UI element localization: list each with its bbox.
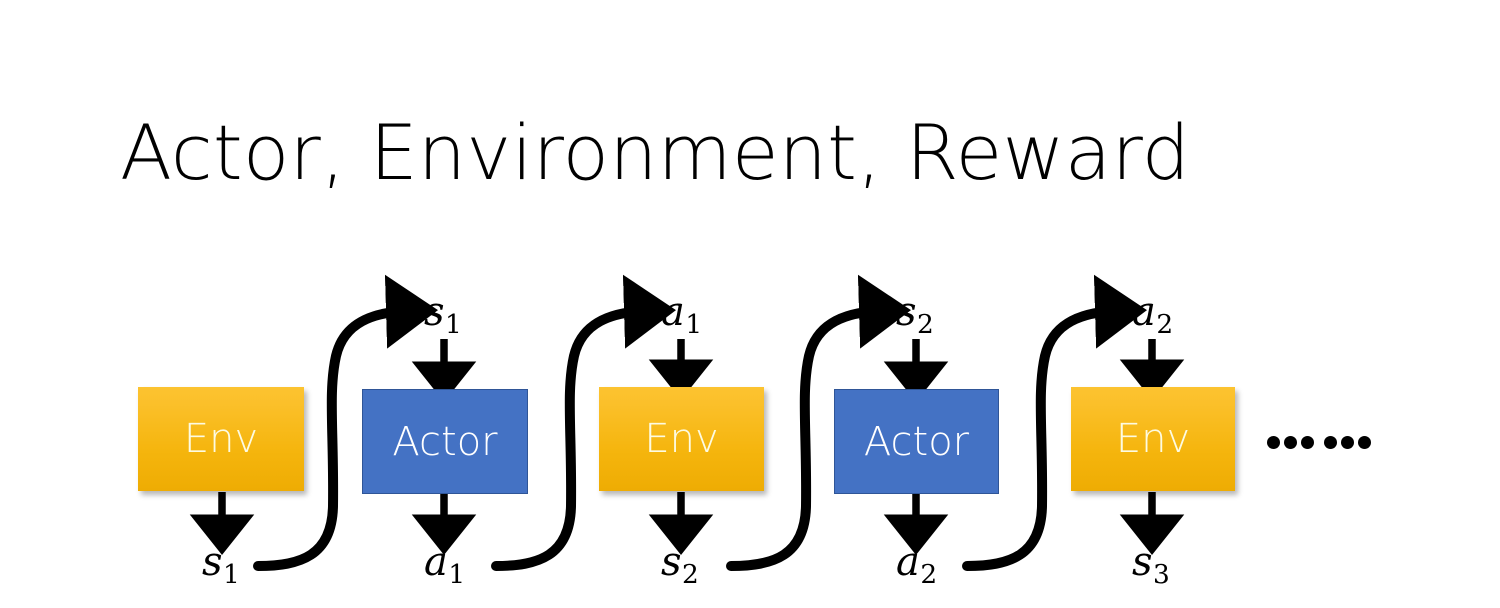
bottom-label-col-1: s1 <box>202 542 240 589</box>
top-label-col-3-symbol: a <box>661 289 685 335</box>
box-env-1[interactable]: Env <box>138 387 304 491</box>
top-label-col-4: s2 <box>896 292 934 339</box>
box-actor-2-label: Actor <box>863 418 970 465</box>
ellipsis-dot <box>1284 436 1297 449</box>
ellipsis-dot <box>1324 436 1337 449</box>
ellipsis-dot <box>1358 436 1371 449</box>
arrow-box-to-bottom-group <box>189 492 1185 556</box>
ellipsis-dot <box>1341 436 1354 449</box>
box-actor-2[interactable]: Actor <box>834 389 999 494</box>
top-label-col-2-symbol: s <box>424 289 445 335</box>
box-env-2[interactable]: Env <box>599 387 764 491</box>
bottom-label-col-3-symbol: s <box>661 539 682 585</box>
continuation-ellipsis-icon <box>1267 436 1371 449</box>
top-label-col-2-subscript: 1 <box>445 309 462 341</box>
top-label-col-3-subscript: 1 <box>685 309 703 341</box>
top-label-col-5-subscript: 2 <box>1156 309 1174 341</box>
top-label-col-2: s1 <box>424 292 462 339</box>
page-title: Actor, Environment, Reward <box>120 108 1191 197</box>
bottom-label-col-4-subscript: 2 <box>920 559 938 591</box>
ellipsis-dot <box>1301 436 1314 449</box>
box-env-2-label: Env <box>644 416 719 462</box>
top-label-col-5-symbol: a <box>1132 289 1156 335</box>
bottom-label-col-2-symbol: a <box>424 539 448 585</box>
box-env-3-label: Env <box>1115 416 1191 462</box>
box-actor-1-label: Actor <box>392 418 498 465</box>
top-label-col-5: a2 <box>1132 292 1173 339</box>
box-actor-1[interactable]: Actor <box>362 389 528 494</box>
top-label-col-4-symbol: s <box>896 289 917 335</box>
top-label-col-4-subscript: 2 <box>917 309 934 341</box>
arrow-top-into-box-group <box>411 339 1185 403</box>
ellipsis-dot <box>1267 436 1280 449</box>
box-env-3[interactable]: Env <box>1071 387 1235 491</box>
bottom-label-col-3-subscript: 2 <box>682 559 699 591</box>
bottom-label-col-1-subscript: 1 <box>223 559 240 591</box>
bottom-label-col-2: a1 <box>424 542 465 589</box>
bottom-label-col-3: s2 <box>661 542 699 589</box>
bottom-label-col-4-symbol: a <box>896 539 920 585</box>
bottom-label-col-2-subscript: 1 <box>448 559 466 591</box>
bottom-label-col-4: a2 <box>896 542 937 589</box>
bottom-label-col-5-symbol: s <box>1132 539 1153 585</box>
bottom-label-col-1-symbol: s <box>202 539 223 585</box>
bottom-label-col-5-subscript: 3 <box>1153 559 1170 591</box>
bottom-label-col-5: s3 <box>1132 542 1170 589</box>
top-label-col-3: a1 <box>661 292 702 339</box>
box-env-1-label: Env <box>183 416 259 462</box>
